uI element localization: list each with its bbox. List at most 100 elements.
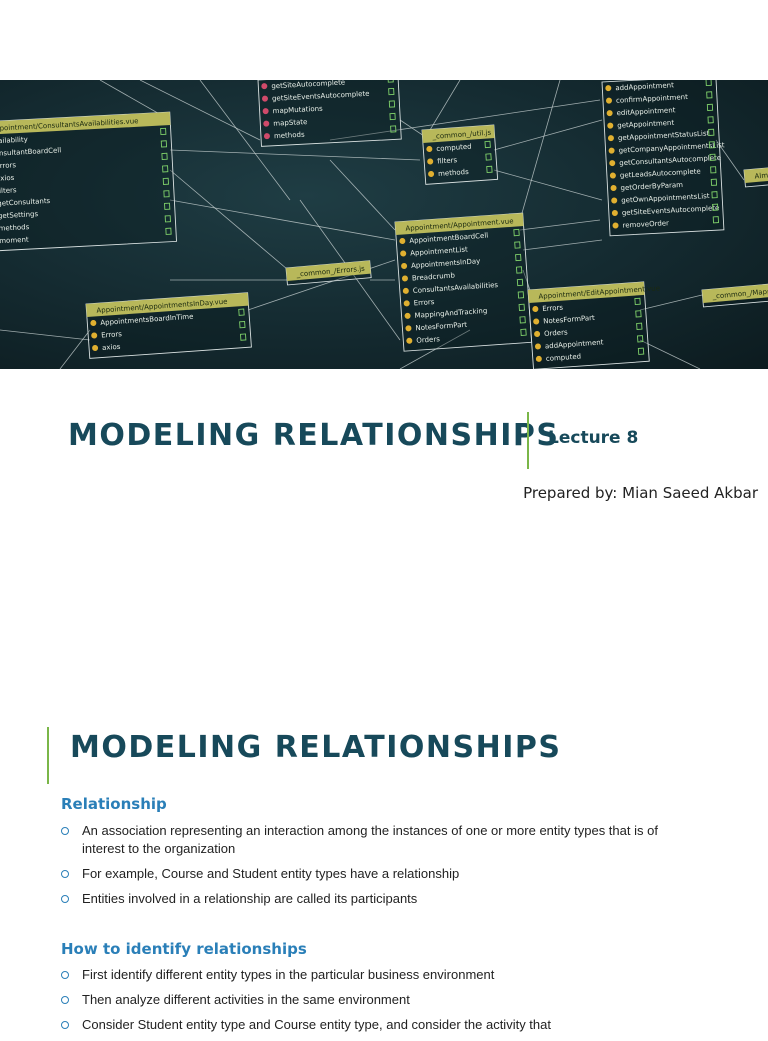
connector-line (329, 99, 601, 141)
node-member: moment (0, 236, 29, 246)
list-item: Consider Student entity type and Course … (61, 1016, 661, 1034)
diagram-node: _common_/Errors.js (285, 260, 372, 286)
member-port-icon (160, 127, 167, 136)
node-member: vailability (0, 136, 28, 146)
bullet-icon (61, 870, 69, 878)
member-port-icon (515, 266, 523, 274)
member-icon (607, 122, 614, 129)
member-port-icon (634, 297, 641, 306)
diagram-node: getSiteAutocompletegetSiteEventsAutocomp… (257, 80, 402, 147)
node-header (528, 281, 645, 303)
member-port-icon (164, 215, 171, 223)
member-icon (611, 210, 618, 217)
prepared-by: Prepared by: Mian Saeed Akbar (523, 484, 758, 502)
member-icon (533, 318, 540, 325)
member-icon (612, 222, 619, 229)
node-member: Errors (101, 330, 123, 339)
node-member: computed (546, 352, 582, 362)
member-icon (400, 250, 407, 257)
member-icon (90, 320, 97, 327)
member-port-icon (637, 347, 645, 355)
member-port-icon (513, 228, 520, 237)
member-port-icon (389, 112, 396, 121)
bullet-text: Entities involved in a relationship are … (82, 891, 418, 906)
section-heading-identify: How to identify relationships (61, 940, 307, 958)
diagram-node: Appointment/EditAppointment.vueErrorsNot… (527, 281, 660, 369)
node-header (286, 260, 371, 281)
member-port-icon (163, 190, 170, 198)
bullet-text: Then analyze different activities in the… (82, 992, 410, 1007)
member-port-icon (161, 152, 168, 160)
member-icon (401, 275, 408, 282)
bullet-text: For example, Course and Student entity t… (82, 866, 460, 881)
node-member: confirmAppointment (616, 93, 689, 105)
member-port-icon (162, 165, 169, 173)
node-frame (0, 111, 177, 252)
list-item: For example, Course and Student entity t… (61, 865, 661, 883)
list-item: First identify different entity types in… (61, 966, 661, 984)
bullet-text: First identify different entity types in… (82, 967, 495, 982)
node-header (0, 112, 171, 135)
node-member: Orders (544, 328, 568, 338)
member-icon (426, 146, 433, 153)
member-icon (535, 355, 542, 362)
diagram-banner-image: Appointment/ConsultantsAvailabilities.vu… (0, 80, 768, 369)
connector-line (522, 269, 531, 291)
member-icon (609, 172, 616, 179)
member-icon (611, 197, 618, 204)
connector-line (59, 329, 91, 369)
node-member: mapState (273, 118, 307, 128)
connector-line (0, 329, 91, 341)
node-member: getConsultants (0, 197, 51, 208)
node-header (86, 292, 249, 317)
member-port-icon (387, 80, 394, 83)
member-icon (532, 306, 539, 313)
node-member: Errors (413, 298, 435, 307)
member-port-icon (519, 316, 526, 324)
member-icon (534, 330, 541, 337)
bullet-icon (61, 1021, 69, 1029)
connector-line (519, 219, 601, 231)
diagram-node: Alm (743, 166, 768, 188)
member-port-icon (710, 178, 718, 186)
title-divider (527, 412, 529, 469)
member-port-icon (708, 128, 715, 136)
member-port-icon (160, 140, 168, 148)
node-member: Breadcrumb (412, 271, 456, 282)
connector-line (169, 169, 301, 281)
slide2-title: MODELING RELATIONSHIPS (70, 730, 562, 765)
member-icon (534, 343, 541, 350)
member-icon (403, 300, 410, 307)
node-header (702, 283, 768, 303)
node-member: methods (274, 131, 305, 141)
member-port-icon (518, 303, 525, 312)
bullet-text: Consider Student entity type and Course … (82, 1017, 551, 1032)
identify-bullet-list: First identify different entity types in… (61, 966, 661, 1041)
node-member: onsultantBoardCell (0, 146, 61, 157)
member-port-icon (517, 291, 525, 299)
node-member: Errors (0, 161, 17, 170)
connector-line (169, 149, 421, 161)
member-port-icon (712, 203, 719, 211)
member-port-icon (706, 103, 714, 111)
node-member: mapMutations (272, 105, 323, 116)
code-dependency-diagram: Appointment/ConsultantsAvailabilities.vu… (0, 80, 768, 369)
member-port-icon (239, 320, 246, 329)
diagram-node: Appointment/Appointment.vueAppointmentBo… (394, 212, 533, 352)
node-member: axios (102, 343, 121, 352)
member-port-icon (388, 87, 395, 96)
member-icon (607, 135, 614, 142)
bullet-icon (61, 971, 69, 979)
member-icon (262, 108, 269, 115)
member-icon (609, 160, 616, 167)
member-port-icon (238, 308, 245, 316)
member-port-icon (709, 153, 716, 161)
list-item: Entities involved in a relationship are … (61, 890, 661, 908)
member-port-icon (484, 140, 491, 149)
member-icon (401, 262, 408, 269)
list-item: An association representing an interacti… (61, 822, 661, 858)
diagram-node: Appointment/AppointmentsInDay.vueAppoint… (85, 292, 252, 359)
title-divider (47, 727, 49, 784)
connector-line (493, 169, 603, 201)
member-icon (428, 170, 435, 177)
